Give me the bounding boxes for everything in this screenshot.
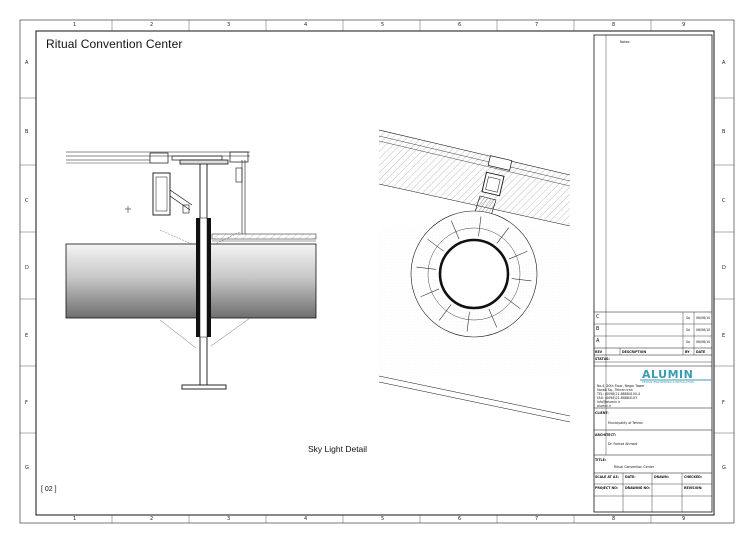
grid-row-label: C: [25, 198, 29, 204]
rev-by-b: Sa: [686, 328, 690, 332]
grid-column-label: 3: [227, 516, 231, 522]
grid-row-label: E: [722, 333, 726, 339]
grid-column-label: 8: [612, 516, 616, 522]
grid-row-label: F: [25, 400, 28, 406]
ring-spoke: [508, 250, 528, 260]
grid-column-label: 7: [535, 516, 539, 522]
revision-label: REVISION:: [684, 486, 703, 490]
rev-header-rev: REV: [595, 350, 603, 354]
rev-letter-c: C: [596, 314, 600, 320]
grid-row-label: G: [722, 465, 726, 471]
drawing-title: Ritual Convention Center: [46, 37, 183, 51]
architect-value: Dr. Farhad Ahmadi: [608, 442, 638, 446]
rev-letter-a: A: [596, 338, 600, 344]
drawing-no-label: DRAWING NO:: [625, 486, 651, 490]
architect-label: ARCHITECT:: [595, 433, 617, 437]
detail-caption: Sky Light Detail: [308, 444, 368, 454]
grid-column-label: 1: [73, 22, 77, 28]
grid-column-label: 7: [535, 22, 539, 28]
ring-spokes: [416, 216, 532, 332]
grid-row-label: D: [722, 265, 726, 271]
grid-column-label: 8: [612, 22, 616, 28]
round-column: [438, 238, 510, 310]
grid-row-label: B: [722, 129, 726, 135]
grid-row-label: C: [722, 198, 726, 204]
grid-column-label: 6: [458, 22, 462, 28]
grid-column-label: 6: [458, 516, 462, 522]
ring-spoke: [504, 296, 521, 310]
grid-column-label: 2: [150, 22, 154, 28]
ring-spoke: [496, 227, 510, 244]
grid-row-label: E: [25, 333, 29, 339]
grid-column-label: 9: [682, 22, 686, 28]
company-address: No.4, 20th Floor, Negar Tower Vanak Sq.,…: [597, 384, 645, 408]
client-label: CLIENT:: [595, 411, 609, 415]
ring-spoke: [420, 288, 440, 298]
grid-row-label: A: [25, 60, 29, 66]
title-block: Notes: C Sa 06/06/10 B Sa 06/06/10 A Sa …: [594, 35, 712, 512]
rev-date-a: 06/06/10: [696, 340, 711, 344]
sheet-number: [ 02 ]: [41, 486, 57, 493]
rev-by-c: Sa: [686, 316, 690, 320]
scale-label: SCALE AT A3:: [595, 475, 619, 479]
ring-spoke: [416, 266, 437, 270]
project-no-label: PROJECT NO:: [595, 486, 619, 490]
ring-spoke: [511, 278, 532, 282]
rev-date-b: 06/06/10: [696, 328, 711, 332]
ring-spoke: [488, 308, 498, 328]
client-value: Municipality of Tehran: [608, 421, 643, 425]
pipe-flange-right: [207, 218, 211, 337]
grid-column-label: 9: [682, 516, 686, 522]
ring-spoke: [450, 220, 460, 240]
inner-border: [35, 30, 715, 516]
company-line: No.4, 20th Floor, Negar Tower: [597, 384, 645, 388]
ring-spoke: [438, 304, 452, 321]
company-tagline: DESIGN, ENGINEERING & INSTALLATION: [642, 381, 694, 384]
ring-spoke: [466, 311, 470, 332]
grid-row-label: A: [722, 60, 726, 66]
company-line: TEL: (0098)21-88884100-4: [597, 391, 641, 396]
checked-label: CHECKED:: [684, 475, 703, 479]
grid-row-label: B: [25, 129, 29, 135]
grid-row-label: D: [25, 265, 29, 271]
company-logo: ALUMIN: [642, 368, 694, 381]
grid-column-label: 5: [381, 22, 385, 28]
title-block-frame: [593, 34, 713, 513]
company-line: FAX: (0098)21-88884103: [597, 395, 638, 400]
rev-header-date: DATE: [696, 350, 706, 354]
outer-border: [19, 19, 735, 524]
notes-label: Notes:: [620, 40, 631, 44]
grid-ticks: [20, 20, 734, 523]
title-label: TITLE:: [595, 458, 607, 462]
grid-column-label: 1: [73, 516, 77, 522]
grid-column-label: 3: [227, 22, 231, 28]
pipe-flange-left: [196, 218, 200, 337]
company-line: Vanak Sq., Tehran Iran: [597, 387, 633, 392]
ring-spoke: [478, 216, 482, 237]
rev-date-c: 06/06/10: [696, 316, 711, 320]
company-line: alumin.ir: [597, 403, 612, 408]
rev-letter-b: B: [596, 326, 600, 332]
status-label: STATUS:: [595, 357, 610, 361]
date-label: DATE:: [625, 475, 636, 479]
grid-column-label: 2: [150, 516, 154, 522]
grid-column-label: 5: [381, 516, 385, 522]
company-line: info@alumin.ir: [597, 399, 621, 404]
horizontal-pipe: [65, 243, 317, 319]
drawn-label: DRAWN:: [654, 475, 669, 479]
rev-by-a: Sa: [686, 340, 690, 344]
ring-spoke: [427, 238, 444, 252]
rev-header-description: DESCRIPTION: [622, 350, 647, 354]
rev-header-by: BY: [685, 350, 690, 354]
grid-row-label: G: [25, 465, 29, 471]
grid-column-label: 4: [304, 516, 308, 522]
title-value: Ritual Convention Center: [614, 465, 655, 469]
grid-row-label: F: [722, 400, 725, 406]
grid-column-label: 4: [304, 22, 308, 28]
